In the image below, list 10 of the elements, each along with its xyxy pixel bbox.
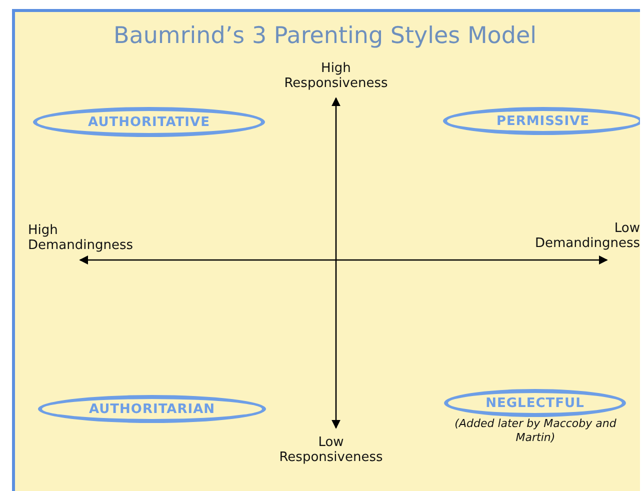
style-ellipse: PERMISSIVE xyxy=(443,107,640,135)
style-ellipse: NEGLECTFUL xyxy=(444,389,626,417)
axis-label: High Responsiveness xyxy=(283,61,389,91)
axis-label: High Demandingness xyxy=(28,223,134,253)
note-text: (Added later by Maccoby and Martin) xyxy=(454,417,618,445)
style-ellipse: AUTHORITARIAN xyxy=(38,395,266,423)
axis-label: Low Demandingness xyxy=(534,221,640,251)
title: Baumrind’s 3 Parenting Styles Model xyxy=(112,22,538,50)
style-ellipse: AUTHORITATIVE xyxy=(33,107,265,137)
axis-label: Low Responsiveness xyxy=(278,435,384,465)
